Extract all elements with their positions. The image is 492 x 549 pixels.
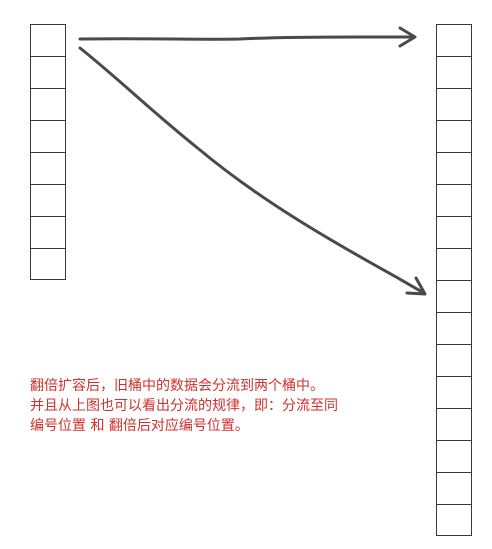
new-bucket-cell <box>437 249 471 281</box>
old-bucket-cell <box>31 249 65 281</box>
arrowhead-same-index <box>398 26 417 48</box>
old-bucket-cell <box>31 25 65 57</box>
new-bucket-cell <box>437 505 471 537</box>
note-line-2: 并且从上图也可以看出分流的规律，即：分流至同 <box>30 398 338 414</box>
new-bucket-cell <box>437 57 471 89</box>
new-bucket-cell <box>437 377 471 409</box>
old-bucket-array <box>30 24 66 280</box>
new-bucket-cell <box>437 217 471 249</box>
new-bucket-cell <box>437 281 471 313</box>
new-bucket-cell <box>437 473 471 505</box>
explanation-note: 翻倍扩容后，旧桶中的数据会分流到两个桶中。 并且从上图也可以看出分流的规律，即：… <box>30 376 430 436</box>
new-bucket-cell <box>437 89 471 121</box>
note-line-1: 翻倍扩容后，旧桶中的数据会分流到两个桶中。 <box>30 378 324 394</box>
old-bucket-cell <box>31 217 65 249</box>
old-bucket-cell <box>31 185 65 217</box>
new-bucket-cell <box>437 313 471 345</box>
old-bucket-cell <box>31 89 65 121</box>
new-bucket-cell <box>437 153 471 185</box>
new-bucket-cell <box>437 121 471 153</box>
new-bucket-cell <box>437 25 471 57</box>
arrowhead-doubled-index <box>405 276 427 296</box>
new-bucket-cell <box>437 441 471 473</box>
new-bucket-array <box>436 24 472 536</box>
note-line-3: 编号位置 和 翻倍后对应编号位置。 <box>30 418 249 434</box>
old-bucket-cell <box>31 57 65 89</box>
new-bucket-cell <box>437 185 471 217</box>
old-bucket-cell <box>31 153 65 185</box>
new-bucket-cell <box>437 409 471 441</box>
arrow-to-same-index <box>78 35 416 41</box>
new-bucket-cell <box>437 345 471 377</box>
old-bucket-cell <box>31 121 65 153</box>
arrow-to-doubled-index <box>78 46 426 295</box>
